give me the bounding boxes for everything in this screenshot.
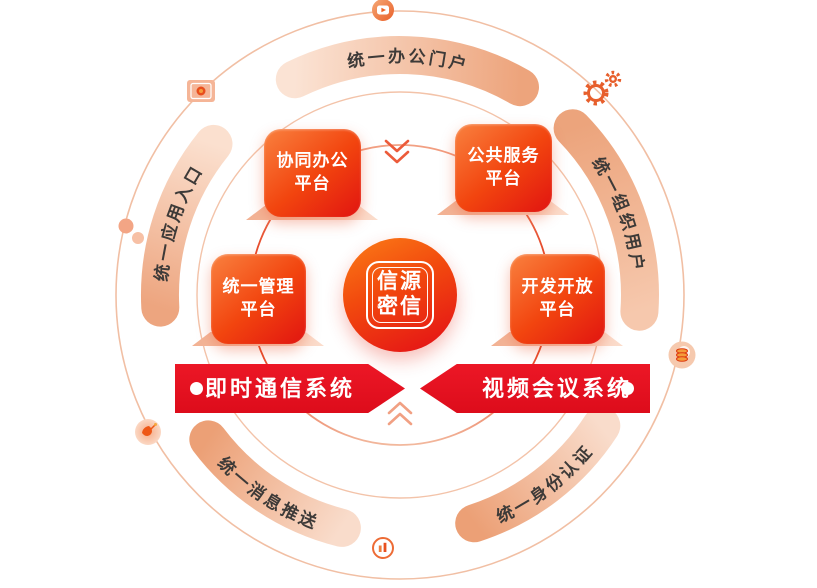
ring-outer xyxy=(115,10,685,580)
band-arc-left xyxy=(140,124,233,327)
scan-target-icon xyxy=(187,80,215,102)
banner-video-conference: 视频会议系统 xyxy=(420,364,650,413)
bullet-dot-icon xyxy=(621,382,634,395)
chevron-down-icon xyxy=(384,139,410,164)
band-arc-bottom-right xyxy=(455,406,621,543)
seal-logo-text: 信源 密信 xyxy=(372,267,428,323)
ring-label-bottom-left: 统一消息推送 xyxy=(214,453,322,534)
satellite-dish-icon xyxy=(135,419,161,445)
center-logo: 信源 密信 xyxy=(343,238,457,352)
chevron-up-icon xyxy=(387,401,413,426)
platform-box-label: 开发开放 xyxy=(521,277,594,297)
database-icon xyxy=(668,341,696,369)
platform-box-label: 公共服务 xyxy=(467,146,540,166)
seal-border: 信源 密信 xyxy=(366,261,434,329)
seal-logo-line: 信源 xyxy=(377,270,423,294)
platform-box-development-open: 开发开放 平台 xyxy=(510,254,605,344)
dots-icon xyxy=(118,218,144,244)
platform-box-collaborative-office: 协同办公 平台 xyxy=(264,129,361,217)
banner-label: 即时通信系统 xyxy=(205,376,356,401)
platform-box-public-service: 公共服务 平台 xyxy=(455,124,552,212)
band-arc-right xyxy=(553,109,659,331)
platform-box-label: 统一管理 xyxy=(222,277,295,297)
gears-icon xyxy=(583,70,622,106)
seal-logo-line: 密信 xyxy=(377,295,423,318)
banner-instant-messaging: 即时通信系统 xyxy=(175,364,405,413)
bullet-dot-icon xyxy=(190,382,203,395)
video-play-icon xyxy=(372,0,394,21)
platform-box-label: 平台 xyxy=(539,300,576,319)
banner-label: 视频会议系统 xyxy=(482,376,633,401)
band-arc-bottom-left xyxy=(189,420,361,547)
platform-box-label: 平台 xyxy=(294,174,331,193)
platform-box-label: 协同办公 xyxy=(276,151,349,171)
band-arc-top xyxy=(275,36,539,107)
platform-box-label: 平台 xyxy=(485,169,522,188)
chart-badge-icon xyxy=(372,537,394,559)
platform-box-unified-management: 统一管理 平台 xyxy=(211,254,306,344)
platform-box-label: 平台 xyxy=(240,300,277,319)
